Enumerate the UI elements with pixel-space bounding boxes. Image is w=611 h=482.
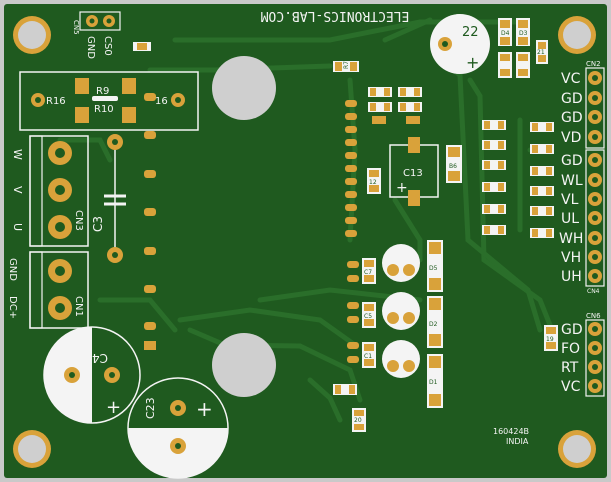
cn6-pin-2: FO [561, 341, 580, 357]
r10-label: R10 [94, 104, 114, 115]
c1-label: C1 [364, 353, 372, 360]
r16b-label: 16 [155, 96, 168, 107]
c21-label: 21 [537, 49, 545, 56]
heatsink-hole [212, 333, 276, 397]
c4-plus: + [106, 397, 121, 418]
cn2-pin-3: GD [561, 110, 583, 126]
cn3-ref: CN3 [73, 210, 84, 231]
cn6-header: CN6 GD FO RT VC [561, 312, 605, 397]
cn1-pin-gnd: GND [7, 258, 18, 281]
cn6-pin-4: VC [561, 379, 581, 395]
cn6-ref: CN6 [586, 312, 601, 320]
smd-resistors-top [368, 87, 422, 124]
cn5-ref: CN5 [72, 20, 80, 35]
r7-label: R7 [343, 61, 350, 69]
cn4-header: GD WL VL UL WH VH UH CN4 [559, 149, 605, 295]
cn3-pin-u: U [11, 223, 24, 231]
banner-text: ELECTRONICS-LAB.COM [260, 8, 409, 23]
cn4-pin-1: GD [561, 153, 583, 169]
c12-label: 12 [369, 179, 377, 186]
d1-label: D1 [429, 379, 438, 386]
cn4-ref: CN4 [587, 288, 600, 295]
cn2-pin-4: VD [561, 130, 581, 146]
cn1-terminal: GND DC+ CN1 [7, 251, 89, 329]
r16-label: R16 [46, 96, 66, 107]
c5-label: C5 [364, 313, 372, 320]
cn5-pin-gnd: GND [85, 36, 96, 59]
board-country: INDIA [506, 437, 529, 446]
bootstrap-section: C7 C5 C1 D5 D2 D1 [347, 240, 443, 408]
d5-label: D5 [429, 265, 438, 272]
c22-plus: + [466, 53, 479, 72]
board-code: 160424B [493, 427, 529, 436]
c23-plus: + [196, 397, 213, 421]
cn2-header: CN2 VC GD GD VD [561, 60, 605, 149]
c13-capacitor: C13 + [389, 137, 439, 206]
cn4-pin-7: UH [561, 269, 582, 285]
c3-label: C3 [91, 216, 105, 232]
mounting-holes [13, 16, 596, 468]
ic-pin-column [144, 93, 156, 350]
b6-label: B6 [449, 163, 457, 170]
d2-label: D2 [429, 321, 438, 328]
cn2-pin-2: GD [561, 91, 583, 107]
c23-capacitor: C23 + [127, 377, 229, 479]
d3-label: D3 [519, 30, 528, 37]
cn3-pin-v: V [11, 186, 24, 194]
c22-label: 22 [462, 25, 479, 40]
heatsink-hole [212, 56, 276, 120]
c4-label: C4 [92, 351, 108, 365]
c13-label: C13 [403, 168, 423, 179]
d4-d3-diodes: D4 D3 21 [498, 18, 548, 78]
cn5-pin-cs0: CS0 [102, 36, 113, 56]
cn4-pin-4: UL [561, 211, 579, 227]
cn3-terminal: W V U CN3 [11, 135, 89, 247]
cn6-pin-3: RT [561, 360, 579, 376]
r20-label: 20 [354, 417, 362, 424]
cn1-pin-dcplus: DC+ [7, 296, 18, 319]
c4-capacitor: C4 + [43, 326, 141, 424]
cn4-pin-5: WH [559, 231, 583, 247]
c13-plus: + [396, 180, 408, 196]
d4-label: D4 [501, 30, 510, 37]
cn1-ref: CN1 [73, 296, 84, 317]
copper-fill [4, 4, 607, 478]
input-resistors [482, 120, 554, 238]
c22-capacitor: 22 + [430, 14, 490, 74]
c7-label: C7 [364, 269, 372, 276]
cn5-connector: CN5 GND CS0 [72, 11, 121, 59]
cn3-pin-w: W [11, 149, 24, 160]
cn2-ref: CN2 [586, 60, 601, 68]
r19-label: 19 [546, 336, 554, 343]
cn2-pin-1: VC [561, 71, 581, 87]
r9-label: R9 [96, 86, 109, 97]
cn4-pin-6: VH [561, 250, 581, 266]
cn6-pin-1: GD [561, 322, 583, 338]
resistor-block: R16 16 R9 R10 [19, 71, 199, 131]
c3-capacitor: C3 [91, 134, 126, 263]
cn4-pin-3: VL [561, 192, 579, 208]
cn4-pin-2: WL [561, 173, 583, 189]
driver-ic-pins [345, 100, 357, 237]
c23-label: C23 [144, 397, 157, 419]
